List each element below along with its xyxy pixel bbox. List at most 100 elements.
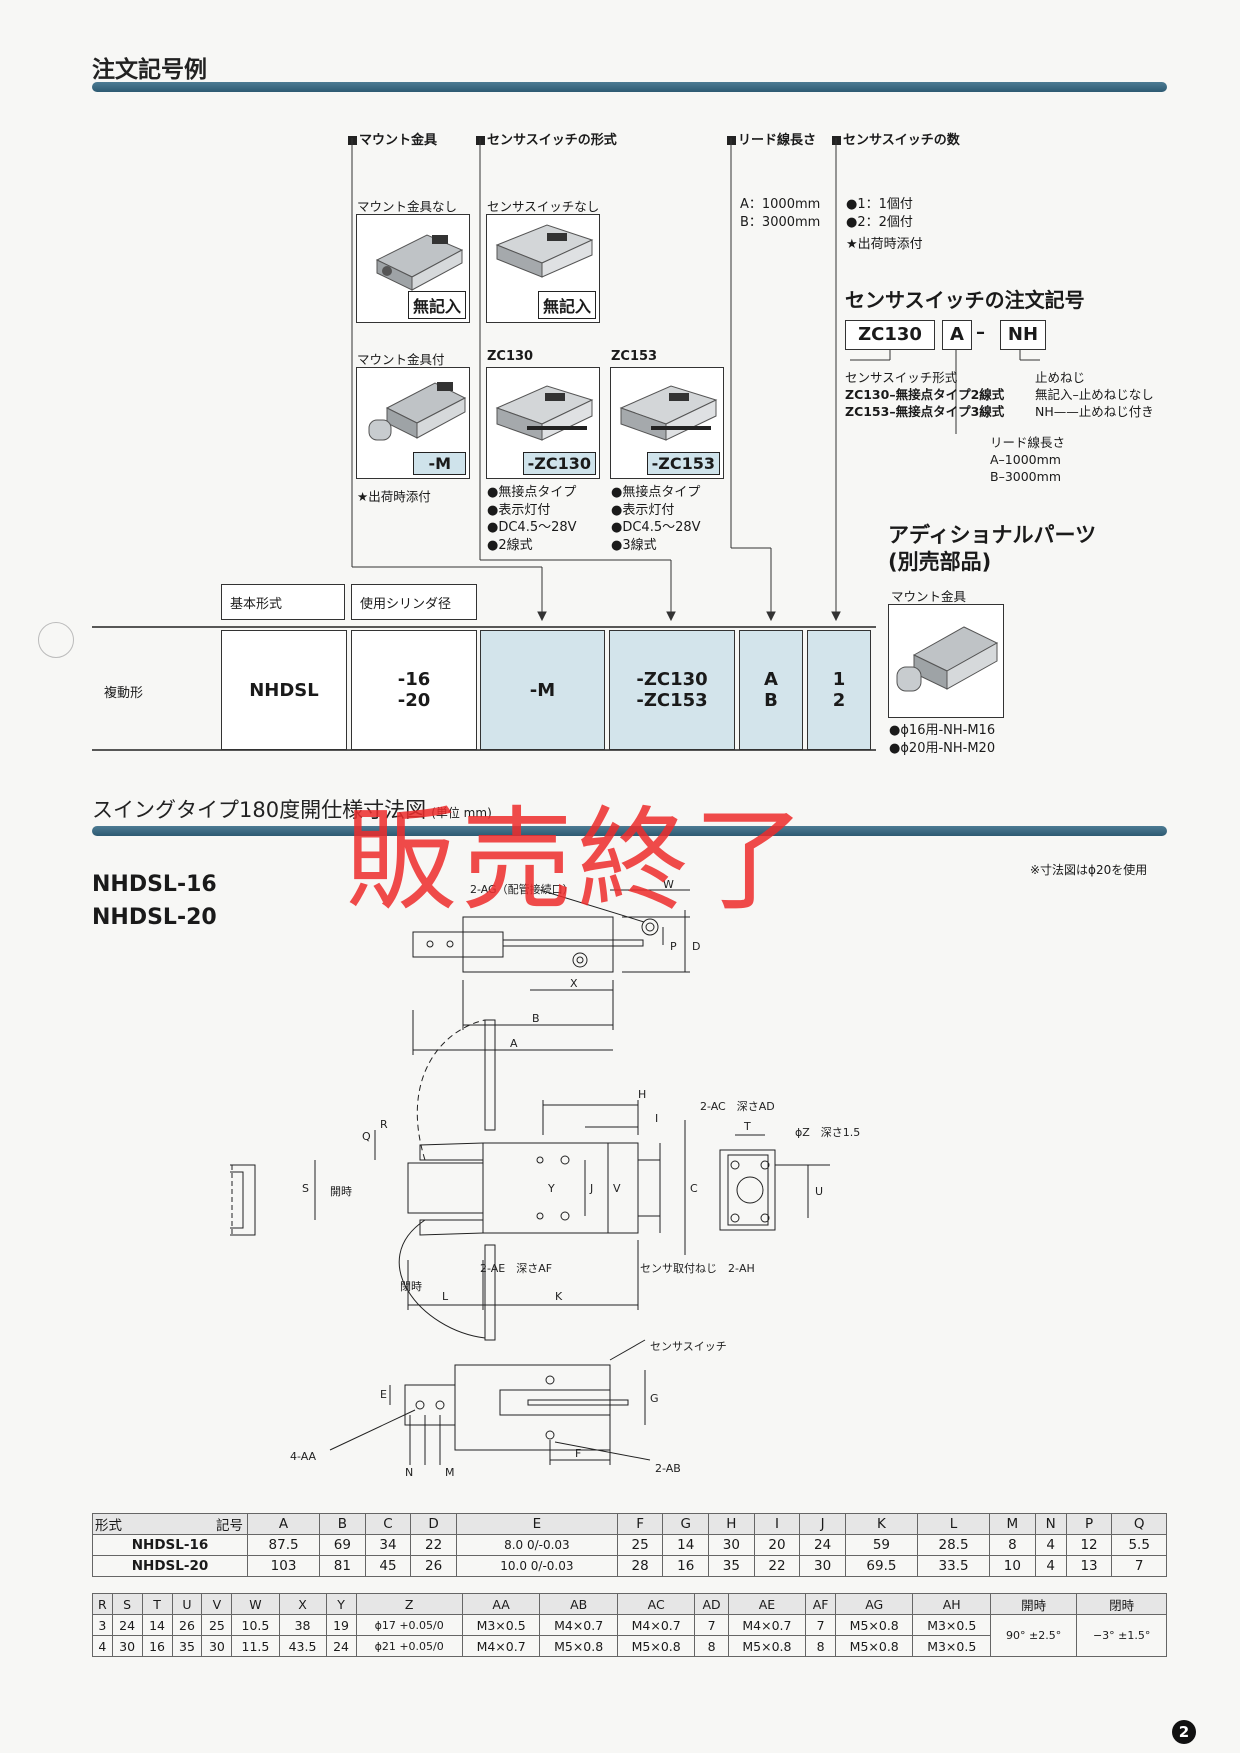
label-e: E <box>380 1388 387 1401</box>
sensor-code-box1: ZC130 <box>845 320 935 350</box>
additional-caption: マウント金具 <box>891 589 967 604</box>
sensor-none-photo: 無記入 <box>486 214 600 323</box>
table-cell: M4×0.7 <box>727 1614 807 1636</box>
label-y: Y <box>547 1182 555 1195</box>
category-sensor-count: センサスイッチの数 <box>832 129 960 148</box>
label-q: Q <box>362 1130 371 1143</box>
zc153-photo: -ZC153 <box>610 367 724 479</box>
feature-item: ●無接点タイプ <box>611 485 701 500</box>
table-cell: 34 <box>364 1534 412 1556</box>
table-header-row: 形式 記号 A B C D E F G H I J K L M N P Q <box>92 1513 1167 1535</box>
table-cell: M5×0.8 <box>834 1614 914 1636</box>
sensor-code-box3: NH <box>1000 320 1046 350</box>
section1-title: 注文記号例 <box>92 57 207 83</box>
table-row: NHDSL-16 87.5 69 34 22 8.0 0/-0.03 25 14… <box>92 1534 1167 1556</box>
col-header: K <box>844 1513 918 1535</box>
label-bore: 使用シリンダ径 <box>351 584 477 620</box>
col-header: A <box>246 1513 321 1535</box>
table-cell: M4×0.7 <box>461 1635 541 1657</box>
count-option: ●1：1個付 <box>846 197 913 212</box>
table-cell: 13 <box>1065 1555 1113 1577</box>
code-type-label: 複動形 <box>104 686 144 701</box>
col-header: G <box>662 1513 710 1535</box>
table-cell: 81 <box>319 1555 366 1577</box>
sensor-code-left-notes: センサスイッチ形式 ZC130–無接点タイプ2線式 ZC153–無接点タイプ3線… <box>845 369 1004 420</box>
table-cell: 22 <box>753 1555 801 1577</box>
label-c: C <box>690 1182 698 1195</box>
code-model: NHDSL <box>221 630 347 750</box>
sensor-option: -ZC153 <box>636 690 708 711</box>
note-line: リード線長さ <box>990 435 1066 450</box>
label-g: G <box>650 1392 659 1405</box>
zc130-tag: -ZC130 <box>522 452 596 475</box>
label-d: D <box>692 940 700 953</box>
table-cell: ϕ17 +0.05/0 <box>355 1614 463 1636</box>
label-close: 閉時 <box>400 1280 422 1293</box>
table-cell: 11.5 <box>231 1635 280 1657</box>
code-sensor: -ZC130 -ZC153 <box>609 630 735 750</box>
table-cell: 19 <box>325 1614 357 1636</box>
col-header: AD <box>694 1593 729 1615</box>
table-row: NHDSL-20 103 81 45 26 10.0 0/-0.03 28 16… <box>92 1555 1167 1577</box>
table-cell: 24 <box>799 1534 846 1556</box>
col-header: W <box>231 1593 280 1615</box>
col-header: J <box>799 1513 846 1535</box>
table-cell: 25 <box>201 1614 233 1636</box>
table-cell: ϕ21 +0.05/0 <box>355 1635 463 1657</box>
zc153-tag: -ZC153 <box>646 452 720 475</box>
label-w: W <box>663 878 674 891</box>
additional-item: ●ϕ16用-NH-M16 <box>889 723 996 738</box>
table-cell: 69.5 <box>844 1555 918 1577</box>
table-cell: 33.5 <box>916 1555 991 1577</box>
table-cell: 22 <box>410 1534 457 1556</box>
col-header: Q <box>1111 1513 1167 1535</box>
model-text: NHDSL <box>249 679 319 701</box>
table-corner: 形式 記号 <box>92 1513 248 1535</box>
col-header: C <box>364 1513 412 1535</box>
bore-option: -16 <box>397 669 431 690</box>
feature-item: ●2線式 <box>487 537 533 553</box>
count-option: ●2：2個付 <box>846 215 913 230</box>
table-cell: 12 <box>1065 1534 1113 1556</box>
table-cell: 30 <box>799 1555 846 1577</box>
label-ac: 2-AC 深さAD <box>700 1100 775 1113</box>
code-connector-lines <box>92 138 876 751</box>
count-code: 2 <box>832 690 846 711</box>
col-header: X <box>278 1593 327 1615</box>
table-cell: 87.5 <box>246 1534 321 1556</box>
label-x: X <box>570 977 578 990</box>
table-cell: 4 <box>1034 1534 1067 1556</box>
note-line: ZC130–無接点タイプ2線式 <box>845 387 1005 402</box>
col-header: 閉時 <box>1076 1593 1167 1615</box>
col-header: P <box>1065 1513 1113 1535</box>
table-cell: 8.0 0/-0.03 <box>455 1534 618 1556</box>
mount-bracket-image <box>896 626 999 692</box>
count-options: ●1：1個付 ●2：2個付 ★出荷時添付 <box>846 196 923 254</box>
zc130-caption: ZC130 <box>487 349 534 364</box>
count-note: ★出荷時添付 <box>846 237 923 252</box>
additional-items: ●ϕ16用-NH-M16 ●ϕ20用-NH-M20 <box>889 722 995 758</box>
table-cell: 8 <box>694 1635 729 1657</box>
section1-bar <box>92 82 1167 92</box>
table-cell: 45 <box>364 1555 412 1577</box>
table-cell: M5×0.8 <box>727 1635 807 1657</box>
table-cell: 28.5 <box>916 1534 991 1556</box>
table-cell: 8 <box>989 1534 1036 1556</box>
label-ae: 2-AE 深さAF <box>480 1262 552 1275</box>
feature-item: ●表示灯付 <box>611 502 675 518</box>
lead-option: A：1000mm <box>740 197 821 212</box>
col-header: 開時 <box>989 1593 1078 1615</box>
table-cell: 5.5 <box>1111 1534 1167 1556</box>
label-a: A <box>510 1037 518 1050</box>
table-cell: M5×0.8 <box>616 1635 696 1657</box>
zc153-caption: ZC153 <box>611 349 658 364</box>
additional-item: ●ϕ20用-NH-M20 <box>889 741 996 756</box>
note-line: NH——止めねじ付き <box>1035 404 1154 419</box>
table-cell: 30 <box>708 1534 755 1556</box>
table-cell: M4×0.7 <box>616 1614 696 1636</box>
label-basic-type: 基本形式 <box>221 584 345 620</box>
table-cell: 35 <box>708 1555 755 1577</box>
model-name: NHDSL-20 <box>92 905 217 930</box>
label-i: I <box>655 1112 658 1125</box>
col-header: F <box>616 1513 664 1535</box>
